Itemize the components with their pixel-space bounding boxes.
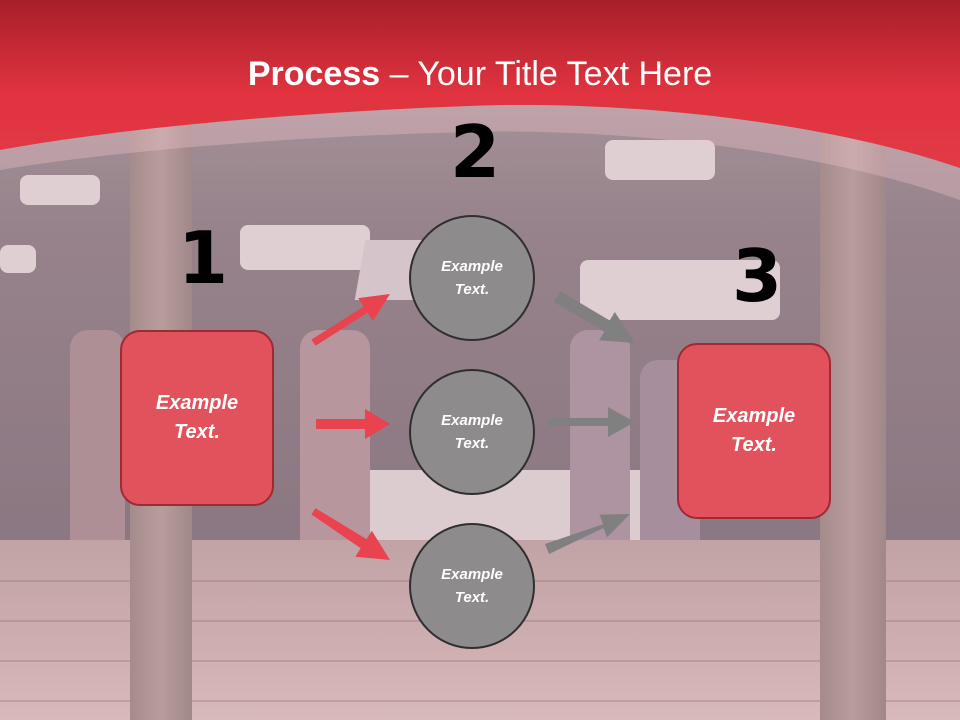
red-arrows [311, 294, 390, 560]
gray-arrows [545, 291, 635, 554]
title-bold: Process [247, 55, 381, 93]
left-text-box-label: Example Text. [155, 392, 239, 443]
dock-piling [820, 120, 886, 720]
arrow-down-right-icon [311, 508, 390, 560]
title-rest: – Your Title Text Here [380, 55, 713, 93]
boat [605, 140, 715, 180]
step-circle-2-label: Example Text. [441, 412, 503, 452]
boat [20, 175, 100, 205]
arrow-down-right-icon [554, 291, 635, 343]
arrow-up-right-icon [545, 514, 630, 554]
right-text-box[interactable]: Example Text. [677, 343, 831, 519]
step-circle-2[interactable]: Example Text. [409, 369, 535, 495]
arrow-right-icon [548, 407, 635, 437]
arrow-up-right-icon [311, 294, 390, 346]
step-number-3: 3 [732, 234, 783, 318]
step-number-1: 1 [178, 216, 229, 300]
step-circle-1-label: Example Text. [441, 258, 503, 298]
left-text-box[interactable]: Example Text. [120, 330, 274, 506]
slide-title: Process – Your Title Text Here [0, 52, 960, 96]
right-text-box-label: Example Text. [712, 405, 796, 456]
boat [0, 245, 36, 273]
arrow-right-icon [316, 409, 390, 439]
step-circle-1[interactable]: Example Text. [409, 215, 535, 341]
boat [240, 225, 370, 270]
header-band [0, 0, 960, 200]
step-number-2: 2 [450, 110, 501, 194]
step-circle-3[interactable]: Example Text. [409, 523, 535, 649]
boat [580, 260, 780, 320]
step-circle-3-label: Example Text. [441, 566, 503, 606]
